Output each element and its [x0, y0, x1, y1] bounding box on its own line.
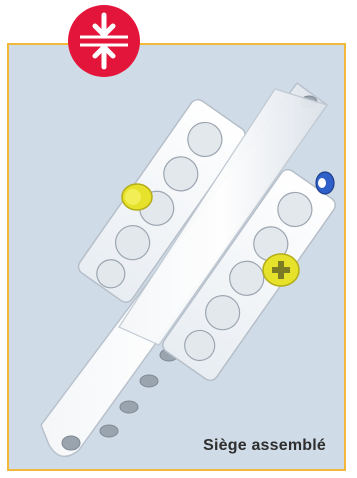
assembly-panel: Siège assemblé: [7, 43, 346, 471]
compress-arrows-icon: [66, 3, 142, 79]
caption: Siège assemblé: [203, 437, 326, 455]
lego-seat-assembly-illustration: [9, 45, 348, 473]
blue-pin: [316, 172, 334, 194]
yellow-pin-left: [122, 184, 152, 210]
yellow-pin-right: [263, 254, 299, 286]
